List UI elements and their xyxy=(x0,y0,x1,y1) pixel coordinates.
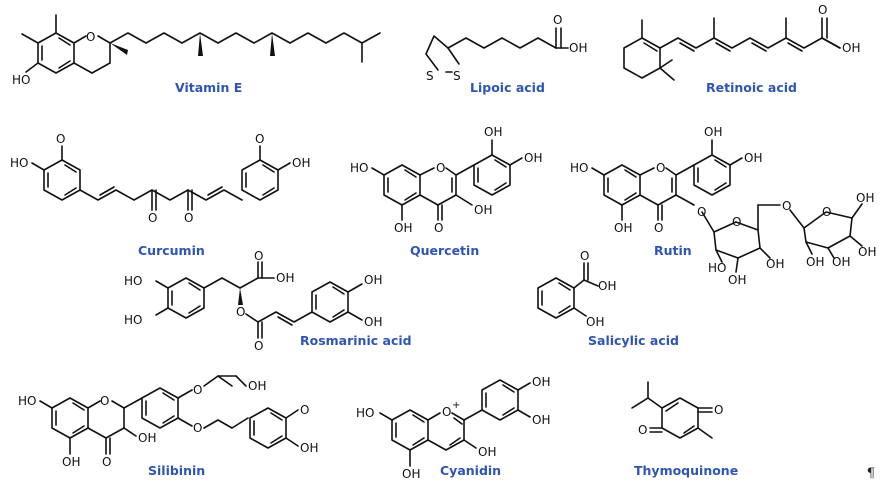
atom-label: O xyxy=(100,394,109,408)
atom-label: O xyxy=(56,132,65,146)
atom-label: O xyxy=(148,211,157,225)
atom-label: O xyxy=(300,403,309,417)
atom-label: OH xyxy=(728,273,746,287)
atom-label: OH xyxy=(484,125,502,139)
atom-label: OH xyxy=(364,273,382,287)
atom-label: OH xyxy=(586,315,604,329)
atom-label: O xyxy=(442,405,451,419)
atom-label: O xyxy=(654,221,663,235)
structure-rosmarinic-acid: HO HO O OH O O OH OH Rosmarinic acid xyxy=(124,249,412,353)
structure-rutin: O HO O OH O OH OH O HO OH OH O O OH OH O… xyxy=(570,125,876,287)
compound-name-curcumin: Curcumin xyxy=(138,243,205,258)
atom-label: O xyxy=(697,205,706,219)
structure-salicylic-acid: O OH OH Salicylic acid xyxy=(537,249,679,348)
atom-label: O xyxy=(255,132,264,146)
compound-name-lipoic-acid: Lipoic acid xyxy=(470,80,545,95)
atom-label: OH xyxy=(704,125,722,139)
atom-label: HO xyxy=(708,261,726,275)
atom-label: OH xyxy=(532,413,550,427)
atom-label: HO xyxy=(350,161,368,175)
atom-label: O xyxy=(434,221,443,235)
atom-label: HO xyxy=(356,406,374,420)
atom-label: OH xyxy=(364,315,382,329)
structure-vitamin-e: O HO Vitamin E xyxy=(12,14,381,95)
atom-label: O xyxy=(254,339,263,353)
atom-label: O xyxy=(782,199,791,213)
atom-label: O xyxy=(436,161,445,175)
atom-label: OH xyxy=(292,156,310,170)
structure-thymoquinone: O O Thymoquinone xyxy=(631,381,738,478)
compound-name-thymoquinone: Thymoquinone xyxy=(634,463,738,478)
atom-label: OH xyxy=(598,279,616,293)
atom-label: OH xyxy=(614,221,632,235)
atom-label: O xyxy=(193,421,202,435)
atom-label: OH xyxy=(524,151,542,165)
atom-label: O xyxy=(638,423,647,437)
atom-label: O xyxy=(254,249,263,263)
atom-label: HO xyxy=(18,394,36,408)
structure-lipoic-acid: S S O OH Lipoic acid xyxy=(425,13,587,95)
atom-label: OH xyxy=(856,191,874,205)
atom-label: O xyxy=(818,3,827,17)
atom-label: OH xyxy=(532,375,550,389)
atom-label: O xyxy=(102,455,111,469)
compound-name-rosmarinic-acid: Rosmarinic acid xyxy=(300,333,412,348)
atom-label: HO xyxy=(124,313,142,327)
compound-name-vitamin-e: Vitamin E xyxy=(175,80,242,95)
atom-label: O xyxy=(86,30,95,44)
atom-label: OH xyxy=(744,151,762,165)
atom-label: OH xyxy=(62,455,80,469)
atom-label: O xyxy=(656,161,665,175)
atom-label: O xyxy=(553,13,562,27)
atom-label: OH xyxy=(806,255,824,269)
atom-label: OH xyxy=(474,203,492,217)
atom-label: OH xyxy=(478,445,496,459)
compound-name-quercetin: Quercetin xyxy=(410,243,479,258)
atom-label: HO xyxy=(10,156,28,170)
paragraph-mark: ¶ xyxy=(866,466,875,481)
atom-label: OH xyxy=(394,221,412,235)
atom-label: HO xyxy=(12,73,30,87)
atom-label: O xyxy=(184,211,193,225)
structure-cyanidin: O + HO OH OH OH OH Cyanidin xyxy=(356,375,550,481)
compound-name-salicylic-acid: Salicylic acid xyxy=(588,333,679,348)
atom-charge: + xyxy=(452,400,460,411)
atom-label: OH xyxy=(276,271,294,285)
compound-name-rutin: Rutin xyxy=(654,243,692,258)
atom-label: O xyxy=(732,215,741,229)
atom-label: OH xyxy=(402,467,420,481)
atom-label: OH xyxy=(248,379,266,393)
compound-name-silibinin: Silibinin xyxy=(148,463,205,478)
atom-label: OH xyxy=(300,441,318,455)
compound-name-cyanidin: Cyanidin xyxy=(440,463,501,478)
atom-label: OH xyxy=(842,41,860,55)
atom-label: O xyxy=(193,383,202,397)
atom-label: O xyxy=(236,305,245,319)
structure-silibinin: O HO OH O OH O O OH O OH Silibinin xyxy=(18,375,318,478)
atom-label: HO xyxy=(570,161,588,175)
structure-curcumin: O HO O O O OH Curcumin xyxy=(10,132,310,258)
atom-label: OH xyxy=(138,431,156,445)
atom-label: HO xyxy=(124,274,142,288)
atom-label: OH xyxy=(858,245,876,259)
atom-label: OH xyxy=(766,257,784,271)
atom-label: S xyxy=(426,69,434,83)
atom-label: O xyxy=(580,249,589,263)
atom-label: O xyxy=(822,205,831,219)
atom-label: OH xyxy=(569,41,587,55)
atom-label: O xyxy=(714,403,723,417)
structure-quercetin: O HO O OH OH OH OH Quercetin xyxy=(350,125,542,258)
atom-label: OH xyxy=(832,255,850,269)
compound-name-retinoic-acid: Retinoic acid xyxy=(706,80,797,95)
atom-label: S xyxy=(453,69,461,83)
structure-retinoic-acid: O OH Retinoic acid xyxy=(623,3,860,95)
